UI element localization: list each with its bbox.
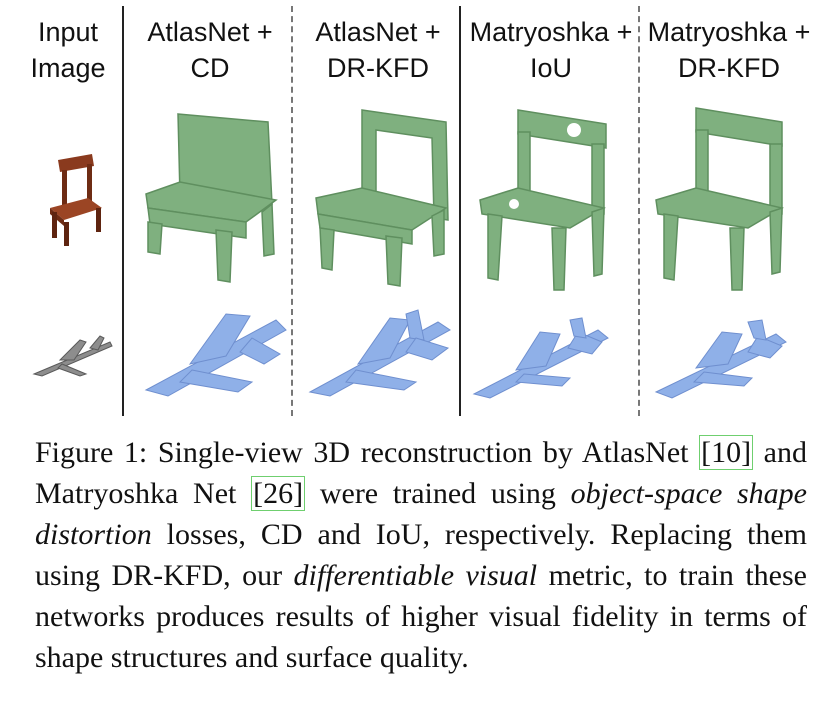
- caption-text: were trained using: [305, 477, 571, 510]
- divider-methods: [459, 6, 461, 416]
- airplane-recon-shape: [472, 317, 609, 399]
- divider-dashed-1: [291, 6, 293, 416]
- input-chair-image: [40, 150, 110, 250]
- header-matryoshka-drkfd: Matryoshka + DR-KFD: [647, 17, 811, 83]
- figure-1: Input Image AtlasNet + CD AtlasNet + DR-…: [30, 6, 811, 416]
- airplane-input-shape: [32, 335, 113, 377]
- divider-input: [122, 6, 124, 416]
- matryoshka-drkfd-chair: [650, 104, 800, 294]
- chair-recon-shape: [315, 109, 449, 287]
- atlasnet-drkfd-airplane: [306, 308, 456, 398]
- airplane-recon-shape: [144, 313, 287, 397]
- figure-caption: Figure 1: Single-view 3D reconstruction …: [35, 432, 807, 678]
- caption-text: and Matryoshka Net: [35, 436, 807, 510]
- caption-text: Figure 1: Single-view 3D reconstruction …: [35, 436, 700, 469]
- citation-link-26[interactable]: [26]: [251, 476, 306, 511]
- caption-text: losses, CD and IoU, respectively. Replac…: [35, 518, 807, 592]
- citation-link-10[interactable]: [10]: [699, 435, 754, 470]
- header-input-image: Input Image: [30, 17, 106, 83]
- caption-emphasis: differentiable visual: [293, 559, 538, 592]
- atlasnet-cd-airplane: [140, 308, 290, 398]
- header-atlasnet-drkfd: AtlasNet + DR-KFD: [315, 17, 441, 83]
- matryoshka-drkfd-airplane: [648, 312, 798, 402]
- divider-dashed-2: [638, 6, 640, 416]
- caption-text: metric, to train these networks produces…: [35, 559, 807, 674]
- airplane-recon-shape: [654, 319, 787, 399]
- atlasnet-cd-chair: [138, 104, 288, 294]
- chair-input-shape: [50, 154, 102, 246]
- airplane-recon-shape: [308, 309, 451, 397]
- header-matryoshka-iou: Matryoshka + IoU: [469, 17, 633, 83]
- caption-emphasis: object-space shape distortion: [35, 477, 807, 551]
- matryoshka-iou-chair: [474, 104, 624, 294]
- chair-recon-shape: [655, 107, 784, 291]
- matryoshka-iou-airplane: [470, 312, 620, 402]
- header-atlasnet-cd: AtlasNet + CD: [147, 17, 273, 83]
- atlasnet-drkfd-chair: [306, 104, 456, 294]
- chair-holes: [509, 123, 581, 209]
- chair-recon-shape: [479, 109, 607, 291]
- input-airplane-image: [30, 330, 114, 380]
- chair-recon-shape: [145, 113, 278, 283]
